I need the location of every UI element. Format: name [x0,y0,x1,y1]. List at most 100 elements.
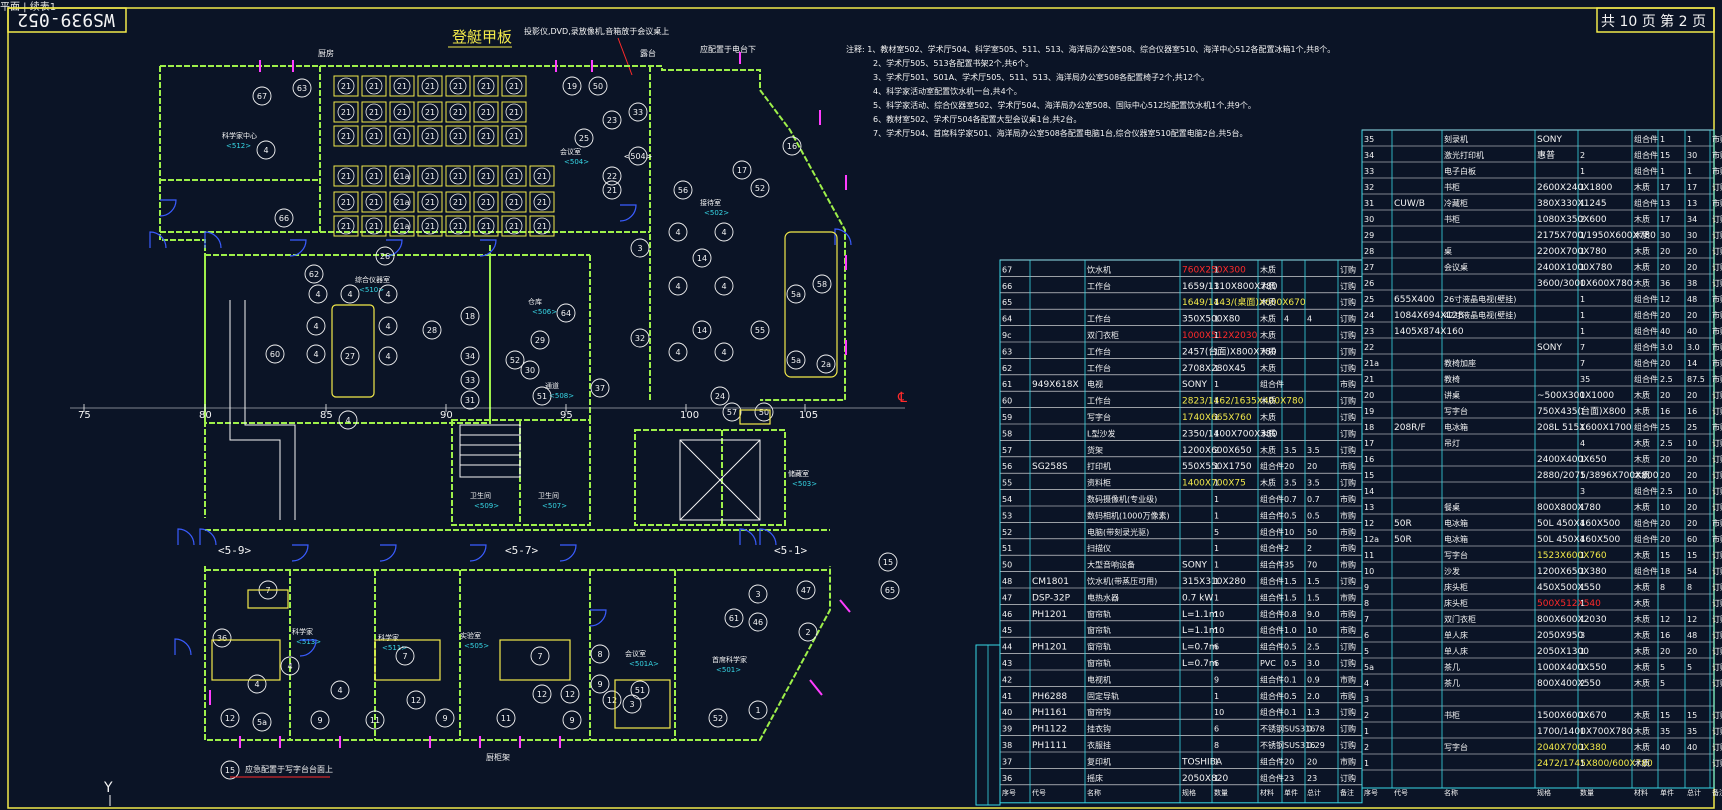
svg-text:30: 30 [525,366,535,375]
table-cell: 市购 [1712,310,1722,320]
table-cell: 木质 [1634,214,1650,224]
svg-text:7: 7 [537,652,542,661]
furniture-tag: 31 [460,390,480,410]
table-cell: 20 [1687,263,1697,272]
seat-tag: 21 [361,125,387,147]
table-cell: 25 [1687,423,1697,432]
table-cell: 54 [1002,495,1012,504]
table-header-cell: 单件 [1284,788,1298,797]
table-cell: 37 [1002,757,1012,766]
table-cell: 组合件 [1260,560,1284,570]
table-row: 5a茶几1000X400X5501木质55订购 [1364,662,1722,673]
table-cell: 电热水器 [1087,592,1119,602]
room-number: <510> [359,286,384,294]
furniture-tag: 25 [574,128,594,148]
table-cell: 15 [1364,471,1374,480]
bottom-note: 应急配置于写字台台面上 [245,764,333,774]
table-cell: 13 [1660,199,1670,208]
table-cell: 20 [1660,263,1670,272]
table-cell: 1 [1580,423,1585,432]
svg-text:21: 21 [453,108,463,117]
table-cell: 订购 [1712,550,1722,560]
furniture-tag: 2a [816,354,836,374]
table-cell: 木质 [1634,438,1650,448]
svg-text:52: 52 [755,184,765,193]
furniture-tag: 51 [630,680,650,700]
svg-text:21: 21 [425,132,435,141]
deck-title: 登艇甲板 [452,28,512,46]
furniture-tag: 47 [796,580,816,600]
svg-text:9: 9 [597,680,602,689]
note-line: 4、科学家活动室配置饮水机一台,共4个。 [873,86,1022,96]
furniture-tag: 15 [220,760,240,780]
table-cell: SONY [1537,135,1563,145]
drawing-number-box: WS939-052 [7,7,127,33]
furniture-tag: 11 [365,710,385,730]
table-cell: 木质 [1260,478,1276,488]
table-cell: 54 [1687,567,1697,576]
table-row: 28桌2200X700X7801木质2020订购 [1364,246,1722,257]
table-cell: 电脑(带刻录光驱) [1087,527,1149,537]
table-cell: 1 [1364,759,1369,768]
seat-tag: 21 [361,215,387,237]
svg-text:18: 18 [465,312,475,321]
svg-text:12: 12 [537,690,547,699]
seat-tag: 21 [445,101,471,123]
table-cell: 28 [1364,247,1374,256]
room-number: <509> [474,502,499,510]
equipment-table-right: 35刻录机SONY组合件11市购34激光打印机惠普2组合件1530市购33电子白… [1361,129,1722,797]
table-cell: 2708X280X45 [1182,364,1246,374]
furniture-tag: 19 [562,76,582,96]
table-cell: 67 [1002,265,1012,274]
svg-text:21: 21 [397,132,407,141]
svg-text:21a: 21a [394,222,409,231]
table-cell: 30 [1687,151,1697,160]
furniture-tag: 65 [880,580,900,600]
table-cell: 5 [1214,528,1219,537]
table-cell: 5 [1364,647,1369,656]
table-cell: 订购 [1340,314,1356,324]
table-row: 2写字台2040X700X3801木质4040订购 [1364,742,1722,753]
furniture-tag: 4 [714,276,734,296]
page-suffix: 页 [1692,14,1706,30]
furniture-tag: 4 [378,346,398,366]
table-cell: 1200X600X650 [1182,446,1252,456]
table-cell: 48 [1687,295,1697,304]
table-cell: 订购 [1340,346,1356,356]
table-cell: 市购 [1340,560,1356,570]
svg-text:4: 4 [721,282,726,291]
table-cell: 订购 [1340,773,1356,783]
table-cell: 56 [1002,462,1012,471]
table-cell: 订购 [1340,330,1356,340]
svg-text:4: 4 [263,146,268,155]
furniture-tag: 23 [602,110,622,130]
table-cell: 电冰箱 [1444,422,1468,432]
table-cell: 1 [1214,282,1219,291]
tab-label[interactable]: 平面 | 续表1 [0,0,56,13]
table-cell: 1.5 [1284,577,1297,586]
table-cell: 20 [1307,462,1317,471]
table-cell: 15 [1660,551,1670,560]
table-cell: 3 [1580,631,1585,640]
table-cell: 1 [1214,413,1219,422]
furniture-tag: 33 [460,370,480,390]
top-callout: 投影仪,DVD,录放像机,音箱放于会议桌上 [524,26,669,36]
table-cell: 3 [1364,695,1369,704]
table-cell: 订购 [1340,576,1356,586]
svg-text:21: 21 [425,222,435,231]
table-cell: 35 [1580,375,1590,384]
table-cell: 0.1 [1284,708,1297,717]
table-cell: 1 [1214,331,1219,340]
table-cell: 1700/1400X700X780 [1537,727,1633,737]
table-cell: 市购 [1712,534,1722,544]
furniture-tag: 66 [274,208,294,228]
table-cell: PH1111 [1032,741,1067,751]
table-cell: 10 [1660,503,1670,512]
